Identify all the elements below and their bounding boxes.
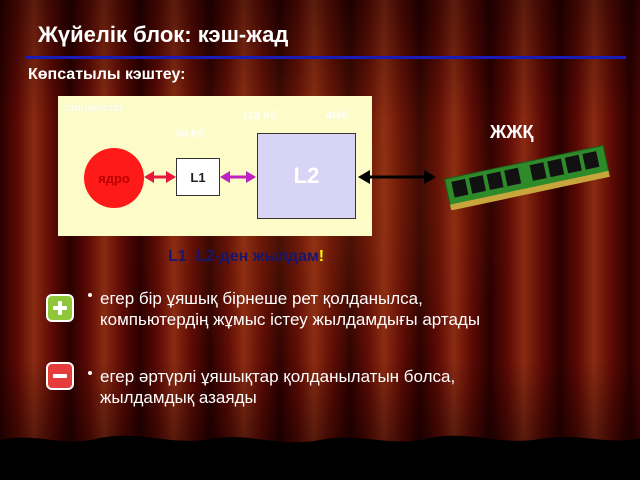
plus-bullet: егер бір ұяшық бірнеше рет қолданылса, к… — [88, 288, 634, 330]
core-circle: ядро — [84, 148, 144, 208]
speed-fast-word: жылдам — [252, 248, 319, 265]
ram-label: ЖЖҚ — [490, 122, 534, 142]
floor-shadow — [0, 435, 640, 480]
minus-bullet-line-1: егер әртүрлі ұяшықтар қолданылатын болса… — [100, 367, 456, 386]
minus-bullet-line-2: жылдамдық азаяды — [100, 388, 257, 407]
processor-label: процессор — [64, 102, 123, 114]
ram-module-icon — [444, 144, 610, 210]
title-rule — [26, 56, 626, 59]
l2-size-label-b: 4Мб — [326, 110, 349, 122]
l2-size-label-a: 128 Кб — [242, 110, 277, 122]
arrow-l2-ram — [358, 170, 436, 184]
speed-note: L1 L2-ден жылдам! — [168, 248, 324, 266]
slide-subtitle: Көпсатылы кэштеу: — [28, 66, 186, 83]
speed-l2-text: L2-ден — [195, 248, 249, 265]
minus-icon — [46, 362, 74, 390]
arrow-l1-l2 — [220, 171, 256, 183]
minus-bullet: егер әртүрлі ұяшықтар қолданылатын болса… — [88, 366, 628, 408]
l2-cache-box: L2 — [257, 133, 356, 219]
l2-label: L2 — [293, 163, 320, 188]
speed-l1: L1 — [168, 248, 187, 265]
l1-size-label: 64 Кб — [176, 128, 205, 140]
plus-icon — [46, 294, 74, 322]
l1-label: L1 — [190, 169, 206, 185]
slide-title: Жүйелік блок: кэш-жад — [38, 22, 289, 47]
plus-bullet-line-2: компьютердің жұмыс істеу жылдамдығы арта… — [100, 310, 481, 329]
arrow-core-l1 — [144, 171, 176, 183]
l1-cache-box: L1 — [176, 158, 220, 196]
bullet-dot-icon — [88, 371, 92, 375]
plus-bullet-line-1: егер бір ұяшық бірнеше рет қолданылса, — [100, 289, 423, 308]
core-label: ядро — [98, 170, 130, 186]
bullet-dot-icon — [88, 293, 92, 297]
speed-exclamation: ! — [318, 248, 325, 265]
